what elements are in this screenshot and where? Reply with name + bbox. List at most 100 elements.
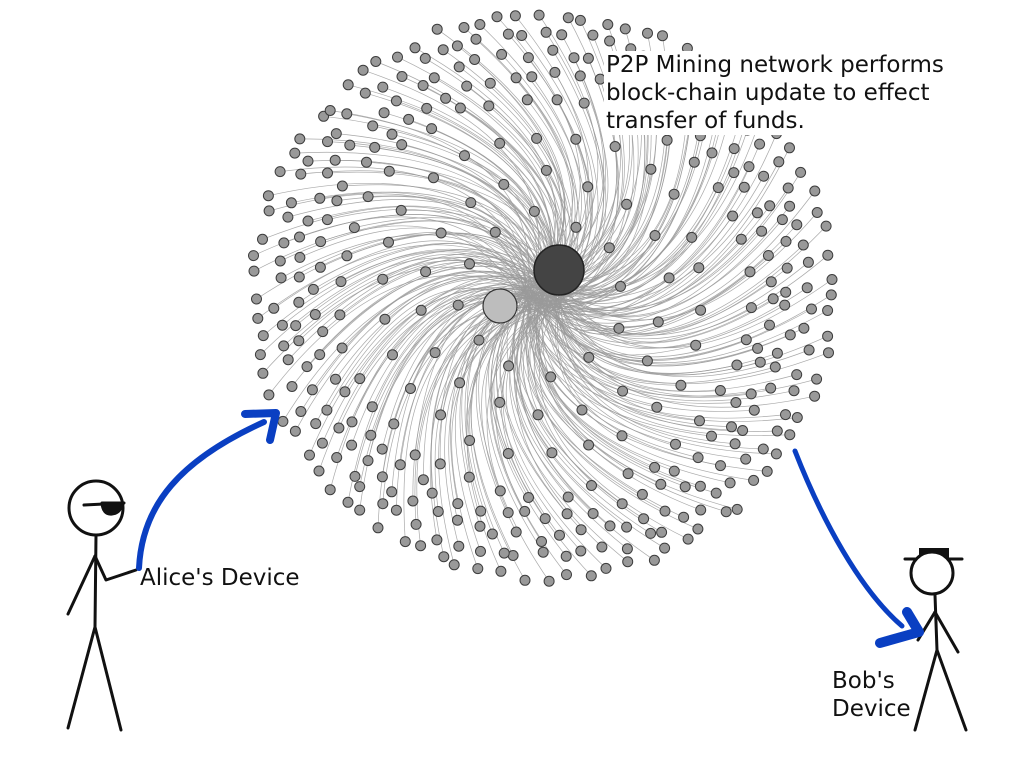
network-edge — [555, 271, 751, 333]
network-node — [285, 197, 297, 209]
network-node — [354, 481, 366, 493]
network-edge — [537, 295, 701, 336]
network-node — [570, 133, 582, 145]
network-node — [496, 48, 508, 60]
network-node — [464, 435, 476, 446]
network-node — [574, 70, 586, 82]
network-node — [519, 574, 531, 586]
network-edge — [528, 280, 655, 468]
network-node — [617, 385, 629, 397]
network-node — [335, 276, 347, 288]
network-node — [461, 80, 473, 92]
network-edge — [527, 303, 700, 422]
network-edge — [546, 262, 809, 336]
network-node — [452, 498, 464, 510]
network-node — [765, 276, 777, 288]
network-node — [257, 367, 269, 379]
network-edge — [384, 272, 544, 320]
network-node — [317, 326, 329, 338]
network-node — [453, 61, 465, 73]
network-node — [803, 344, 815, 356]
network-edge — [529, 308, 589, 446]
network-edge — [523, 292, 551, 378]
network-node — [321, 214, 333, 226]
network-node — [357, 64, 369, 76]
network-node — [313, 465, 325, 477]
network-node — [649, 230, 661, 241]
network-node — [510, 72, 522, 84]
network-node — [516, 30, 528, 41]
network-node — [415, 304, 427, 316]
network-node — [472, 563, 484, 575]
network-node — [295, 406, 307, 417]
network-node — [494, 485, 506, 497]
network-node — [523, 492, 534, 503]
network-node — [748, 474, 760, 486]
network-node — [366, 401, 378, 413]
network-edge — [553, 287, 648, 362]
network-node — [331, 452, 343, 463]
network-node — [277, 415, 289, 427]
network-node — [263, 389, 275, 401]
network-node — [765, 382, 777, 394]
network-node — [489, 226, 501, 238]
network-node — [465, 197, 477, 209]
network-edge — [382, 253, 534, 294]
network-node — [648, 554, 660, 566]
network-edge — [557, 169, 652, 295]
network-node — [822, 305, 834, 316]
network-edge — [399, 283, 547, 465]
network-node — [494, 396, 506, 408]
network-edge — [262, 206, 528, 281]
network-node — [531, 132, 543, 144]
network-node — [354, 373, 366, 385]
network-node — [459, 150, 470, 162]
network-node — [679, 481, 691, 493]
network-node — [386, 486, 398, 498]
network-node — [715, 460, 726, 472]
network-node — [307, 283, 319, 295]
network-node — [583, 351, 595, 363]
network-node — [407, 495, 419, 507]
network-node — [668, 188, 680, 200]
network-node — [282, 211, 294, 223]
network-edge — [495, 306, 567, 575]
network-edge — [465, 298, 563, 512]
network-node — [596, 541, 608, 553]
network-node — [331, 195, 343, 207]
network-node — [688, 156, 700, 168]
network-node — [310, 418, 322, 430]
network-node — [438, 551, 450, 563]
network-node — [346, 439, 358, 451]
network-node — [655, 478, 667, 490]
network-node — [370, 56, 382, 67]
network-node — [405, 383, 416, 394]
network-node — [692, 452, 704, 464]
network-node — [458, 22, 470, 33]
network-node — [486, 528, 498, 540]
network-edge — [341, 270, 562, 349]
network-node — [528, 205, 540, 217]
network-node — [278, 237, 290, 249]
network-node — [695, 304, 707, 316]
network-node — [668, 465, 680, 477]
network-node — [779, 299, 791, 311]
network-edge — [524, 281, 736, 445]
network-node — [409, 42, 421, 54]
network-node — [419, 52, 431, 64]
network-node — [470, 33, 482, 45]
network-node — [304, 449, 315, 461]
network-edge — [319, 265, 555, 355]
network-node — [602, 19, 614, 30]
network-edge — [534, 294, 676, 445]
network-node — [710, 487, 722, 499]
network-node — [494, 137, 506, 149]
network-node — [295, 168, 307, 180]
network-node — [729, 438, 741, 450]
network-node — [549, 66, 561, 78]
network-edge — [354, 217, 540, 283]
network-edge — [370, 288, 537, 436]
network-edge — [545, 296, 681, 386]
network-node — [568, 52, 580, 64]
network-node — [726, 421, 737, 433]
